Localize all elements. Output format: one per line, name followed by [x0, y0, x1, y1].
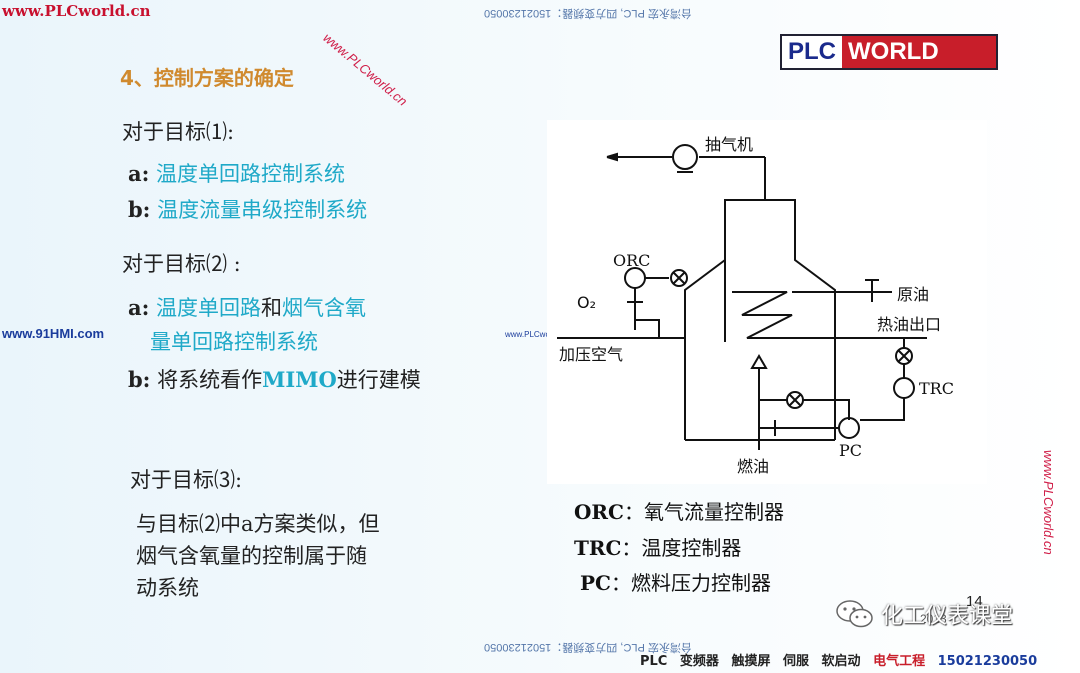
goal3-title: 对于目标⑶:: [130, 468, 243, 492]
diagram-svg: 抽气机 ORC O₂ 原油 热油出口 加压空气 TRC PC 燃油: [557, 135, 954, 476]
label-orc: ORC: [613, 251, 650, 270]
trc-to-pc: [860, 398, 905, 421]
wechat-account-name: 化工仪表课堂: [881, 604, 1014, 629]
logo-part-world: WORLD: [842, 36, 996, 68]
bottom-link-inverter: 变频器: [679, 654, 719, 669]
furnace-upper-left: [684, 200, 726, 342]
legend-row-orc: ORC：氧气流量控制器: [574, 500, 784, 524]
goal3-line1: 与目标⑵中a方案类似，但: [136, 512, 380, 536]
label-o2: O₂: [577, 293, 596, 312]
legend-desc: 燃料压力控制器: [630, 571, 771, 595]
bottom-link-electrical: 电气工程: [873, 654, 926, 669]
goal1-a-text: 温度单回路控制系统: [156, 162, 346, 186]
goal1-option-b: b: 温度流量串级控制系统: [128, 194, 367, 224]
goal2-title: 对于目标⑵ :: [122, 252, 241, 276]
logo-part-plc: PLC: [788, 38, 836, 65]
goal1-title: 对于目标⑴:: [122, 120, 235, 144]
goal2-b-text1: 将系统看作: [157, 368, 263, 392]
goal1-option-a: a: 温度单回路控制系统: [128, 158, 345, 188]
label-hot-oil-outlet: 热油出口: [877, 315, 941, 334]
watermark-left: www.91HMI.com: [2, 326, 105, 341]
legend-code: ORC: [574, 500, 624, 524]
label-crude-oil: 原油: [897, 285, 929, 304]
watermark-mid: www.PLCworld.cn: [505, 330, 570, 339]
bottom-link-touchscreen: 触摸屏: [731, 654, 771, 669]
label-pressurized-air: 加压空气: [559, 345, 623, 364]
goal2-a-text1: 温度单回路: [156, 296, 262, 320]
watermark-diagonal: www.PLCworld.cn: [320, 30, 411, 109]
heating-coil: [732, 291, 797, 339]
watermark-top-left: www.PLCworld.cn: [2, 2, 151, 20]
goal2-b-prefix: b:: [128, 367, 151, 392]
watermark-top-bar: 台湾永宏 PLC, 四方变频器：15021230050: [484, 7, 692, 19]
label-fuel-oil: 燃油: [737, 457, 769, 476]
plcworld-logo: PLC WORLD: [780, 34, 998, 70]
legend-desc: 氧气流量控制器: [643, 500, 784, 524]
bottom-link-plc: PLC: [640, 654, 668, 669]
goal2-a-text3: 量单回路控制系统: [150, 330, 318, 354]
trc-circle: [893, 377, 915, 399]
legend-desc: 温度控制器: [641, 536, 742, 560]
page-number: 14: [966, 593, 983, 610]
label-trc: TRC: [919, 379, 954, 398]
orc-valve: [670, 269, 688, 287]
goal2-a-prefix: a:: [128, 295, 150, 320]
page-year: 2013: [920, 612, 947, 626]
bottom-link-servo: 伺服: [782, 654, 809, 669]
goal3-line2: 烟气含氧量的控制属于随: [136, 544, 367, 568]
legend-row-trc: TRC：温度控制器: [574, 536, 742, 560]
bottom-ad-bar: PLC 变频器 触摸屏 伺服 软启动 电气工程 15021230050: [640, 650, 1080, 673]
burner: [750, 354, 768, 369]
label-exhaust-fan: 抽气机: [705, 135, 753, 154]
fan-circle: [672, 144, 698, 170]
orc-circle: [624, 267, 646, 289]
goal1-a-prefix: a:: [128, 161, 150, 186]
bottom-link-soft-start: 软启动: [821, 654, 861, 669]
wechat-watermark: 化工仪表课堂: [835, 598, 1013, 630]
goal3-line3: 动系统: [136, 576, 199, 600]
o2-tap: [635, 319, 660, 338]
goal2-option-a: a: 温度单回路和烟气含氧: [128, 292, 366, 322]
goal2-a-text2: 烟气含氧: [282, 296, 367, 320]
pc-circle: [838, 417, 860, 439]
goal2-b-mimo: MIMO: [262, 367, 337, 392]
goal2-b-text2: 进行建模: [336, 368, 421, 392]
legend-code: TRC: [574, 536, 622, 560]
goal1-b-text: 温度流量串级控制系统: [157, 198, 368, 222]
legend-row-pc: PC：燃料压力控制器: [580, 571, 771, 595]
goal2-option-b: b: 将系统看作MIMO进行建模: [128, 364, 421, 394]
furnace-control-diagram: 抽气机 ORC O₂ 原油 热油出口 加压空气 TRC PC 燃油: [547, 120, 987, 484]
bottom-phone: 15021230050: [937, 654, 1038, 669]
exhaust-arrow: [606, 152, 618, 162]
goal1-b-prefix: b:: [128, 197, 151, 222]
pc-valve-out: [803, 399, 850, 420]
goal2-a-join: 和: [261, 296, 283, 320]
watermark-right: www.PLCworld.cn: [1041, 450, 1056, 555]
label-pc: PC: [839, 441, 862, 460]
section-title: 4、控制方案的确定: [120, 66, 294, 90]
wechat-icon: [836, 600, 873, 628]
legend-code: PC: [580, 571, 611, 595]
